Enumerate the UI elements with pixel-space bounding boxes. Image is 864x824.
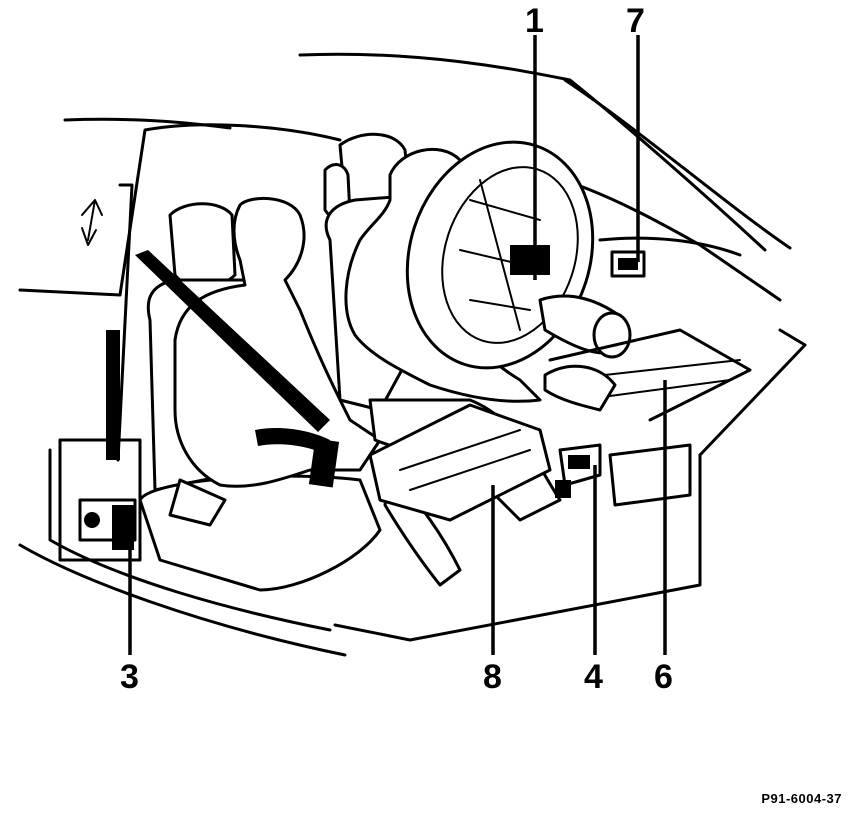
dashboard [468, 158, 782, 302]
callout-8: 8 [483, 658, 502, 696]
callout-1: 1 [525, 2, 544, 40]
car-body-outline [18, 52, 807, 657]
figure-code: P91-6004-37 [761, 791, 842, 806]
belt-retractor-3 [58, 438, 142, 562]
steering-column [538, 294, 632, 359]
passenger-figure [168, 196, 382, 527]
b-pillar-belt-adjuster [81, 183, 134, 462]
callout-6: 6 [654, 658, 673, 696]
callout-leader-lines [128, 35, 667, 655]
driver-seat-cushion-8 [368, 403, 552, 522]
seat-control-switch-4 [555, 443, 602, 498]
passenger-seat-belt [135, 250, 340, 488]
floor-and-seat-rails-6 [543, 328, 752, 507]
callout-3: 3 [120, 658, 139, 696]
callout-4: 4 [584, 658, 603, 696]
callout-7: 7 [626, 2, 645, 40]
